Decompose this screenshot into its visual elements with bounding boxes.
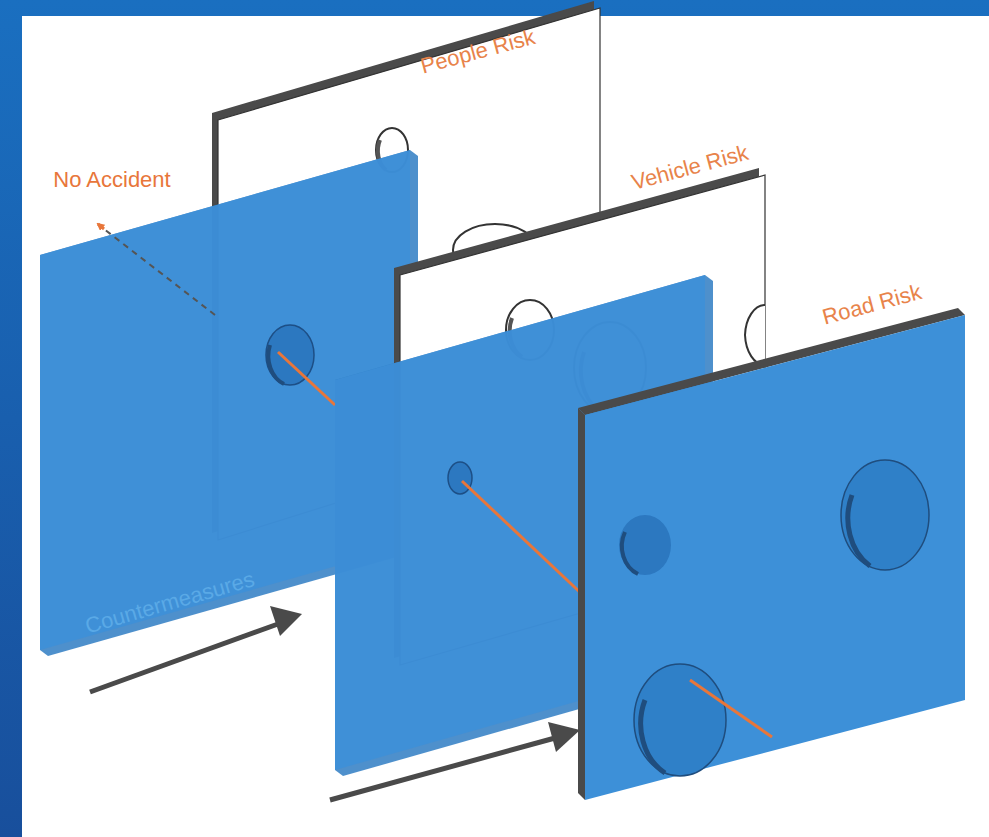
outcome-label: No Accident bbox=[53, 167, 170, 193]
direction-arrow bbox=[90, 606, 580, 800]
road-risk-slice bbox=[578, 308, 965, 800]
